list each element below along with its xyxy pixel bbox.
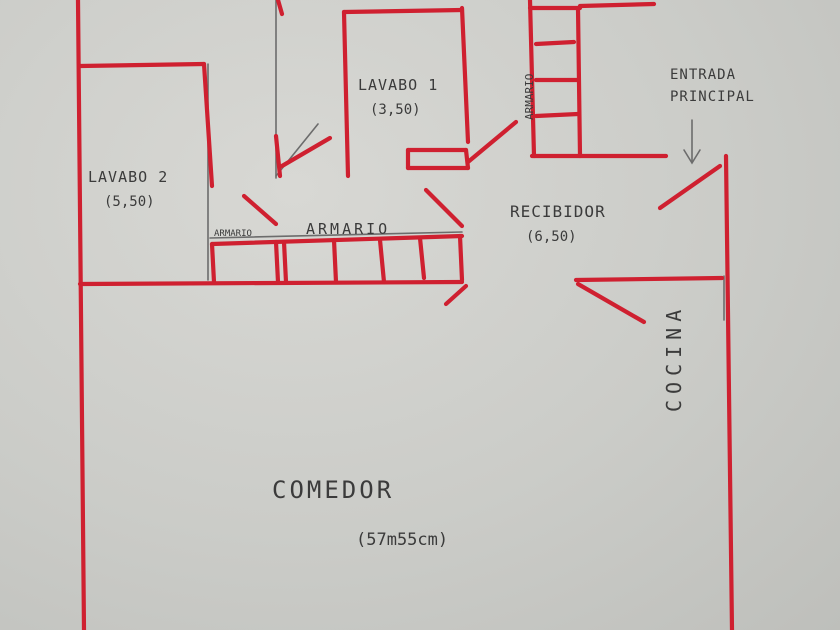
cocina-top-wall (573, 275, 725, 283)
armario-main-div-1 (273, 239, 281, 285)
armario-door-swing-right (423, 187, 465, 229)
armario-door-swing-left (241, 193, 279, 227)
armario-vertical-label: ARMARIO (523, 73, 536, 120)
recibidor-name: RECIBIDOR (510, 202, 606, 221)
entrance-door-swing (657, 163, 723, 211)
armario-main-div-2 (281, 239, 289, 285)
armario-vertical-shelf-1 (533, 39, 577, 47)
armario-main-div-5 (417, 235, 427, 281)
walls (75, 0, 735, 630)
outer-left-wall (75, 0, 87, 630)
lavabo1-left-wall (341, 9, 351, 179)
comedor-top-wall (77, 279, 465, 287)
comedor-area: (57m55cm) (356, 530, 449, 550)
lavabo1-right-wall (459, 5, 471, 145)
door-swing-left (279, 135, 333, 169)
lavabo1-corridor-wall (273, 133, 283, 179)
armario-vertical-left (527, 0, 537, 159)
lavabo1-area: (3,50) (370, 102, 421, 118)
entrada-label-line1: ENTRADA (670, 67, 737, 83)
armario-main-div-4 (377, 237, 387, 285)
comedor-door-swing (443, 283, 469, 307)
armario-main-right (457, 233, 465, 283)
lavabo2-right-wall (201, 61, 215, 189)
armario-main-div-3 (331, 237, 339, 285)
armario-vertical-shelf-3 (533, 111, 581, 119)
lavabo1-top-wall (341, 7, 465, 15)
armario-main-label: ARMARIO (306, 220, 391, 238)
armario-vertical-right (575, 5, 583, 159)
recibidor-area: (6,50) (526, 229, 577, 245)
lavabo2-top-wall (77, 61, 207, 69)
lavabo2-area: (5,50) (104, 194, 155, 210)
armario-small-label: ARMARIO (214, 229, 252, 239)
top-right-wall (577, 1, 657, 9)
arrow-down-icon (683, 119, 701, 165)
lavabo2-name: LAVABO 2 (88, 168, 169, 186)
comedor-name: COMEDOR (272, 476, 395, 504)
lavabo1-fixture-right (463, 147, 471, 171)
lavabo1-name: LAVABO 1 (358, 76, 439, 94)
right-outer-wall (723, 153, 735, 630)
top-wall-stub (275, 0, 285, 17)
cocina-door-swing (575, 281, 647, 325)
armario-main-left (209, 241, 217, 285)
cocina-name: COCINA (662, 303, 686, 412)
entrada-label-line2: PRINCIPAL (670, 89, 755, 105)
lavabo1-door-swing (465, 119, 519, 165)
